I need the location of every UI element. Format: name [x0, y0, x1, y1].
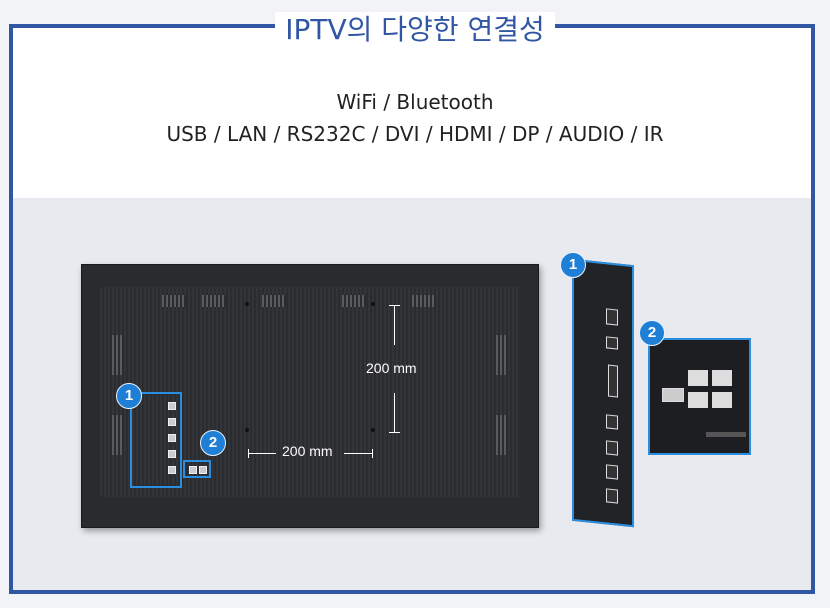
vent — [262, 295, 286, 307]
vent — [342, 295, 366, 307]
port — [606, 308, 618, 326]
port-area-1-highlight — [130, 392, 182, 488]
port — [606, 464, 618, 480]
vesa-mount-hole — [245, 302, 249, 306]
tv-rear-view: 200 mm 200 mm 1 2 — [81, 264, 539, 528]
badge-1-detail: 1 — [560, 252, 586, 278]
port — [168, 402, 176, 410]
port-area-2-highlight — [183, 460, 211, 478]
vesa-mount-hole — [371, 428, 375, 432]
port — [712, 392, 732, 408]
vent — [496, 335, 508, 375]
port — [606, 440, 618, 456]
vent — [112, 415, 124, 455]
rear-port-detail — [648, 338, 751, 455]
vent — [496, 415, 508, 455]
vent — [162, 295, 186, 307]
badge-1: 1 — [116, 383, 142, 409]
port — [662, 388, 684, 402]
vertical-dimension-line — [394, 393, 395, 433]
vertical-dimension-tick — [389, 305, 400, 306]
vertical-dimension-tick — [389, 432, 400, 433]
vesa-mount-hole — [371, 302, 375, 306]
port — [608, 364, 618, 398]
port — [168, 450, 176, 458]
vent — [412, 295, 436, 307]
port — [688, 392, 708, 408]
badge-2: 2 — [200, 430, 226, 456]
port — [189, 466, 197, 474]
label-strip — [706, 432, 746, 437]
wired-connectivity-text: USB / LAN / RS232C / DVI / HDMI / DP / A… — [166, 122, 664, 146]
badge-2-detail: 2 — [639, 320, 665, 346]
wireless-connectivity-text: WiFi / Bluetooth — [336, 90, 494, 114]
horizontal-dimension-line — [248, 453, 276, 454]
port — [199, 466, 207, 474]
port — [168, 434, 176, 442]
port — [168, 418, 176, 426]
vent — [202, 295, 226, 307]
port — [168, 466, 176, 474]
vent — [112, 335, 124, 375]
vesa-mount-hole — [245, 428, 249, 432]
horizontal-dimension-tick — [372, 449, 373, 458]
horizontal-dimension-label: 200 mm — [282, 443, 333, 459]
port — [712, 370, 732, 386]
port — [606, 414, 618, 430]
vertical-dimension-label: 200 mm — [366, 360, 417, 376]
side-port-detail — [572, 258, 634, 528]
page-title-text: IPTV의 다양한 연결성 — [275, 12, 555, 48]
page-title: IPTV의 다양한 연결성 — [0, 12, 830, 48]
port — [688, 370, 708, 386]
horizontal-dimension-line — [344, 453, 372, 454]
port — [606, 488, 618, 504]
vertical-dimension-line — [394, 305, 395, 345]
text-panel — [13, 28, 811, 198]
port — [606, 336, 618, 350]
